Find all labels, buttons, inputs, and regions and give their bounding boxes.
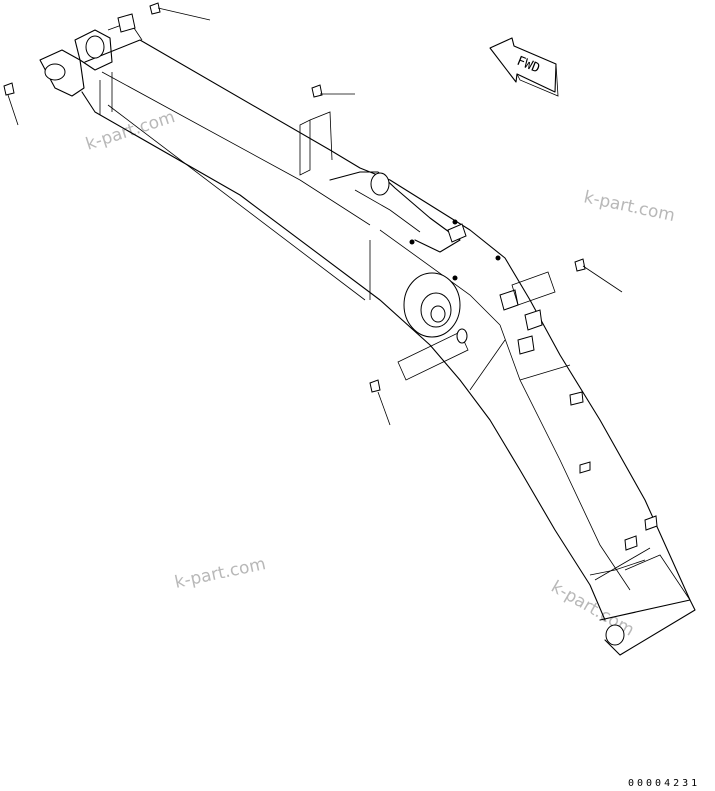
grease-fitting-top: [117, 2, 211, 33]
grease-fitting-right: [511, 258, 623, 306]
watermark-1: k-part.com: [83, 107, 177, 155]
watermark-3: k-part.com: [173, 554, 268, 593]
boom-body: [39, 21, 696, 656]
fwd-label: FWD: [515, 54, 543, 77]
drawing-code: 00004231: [628, 778, 700, 789]
grease-fitting-left: [3, 82, 19, 126]
watermark-2: k-part.com: [582, 187, 677, 226]
grease-fitting-mid: [299, 84, 355, 176]
grease-fitting-lower: [369, 328, 469, 426]
forward-arrow-icon: FWD: [489, 37, 559, 97]
watermark-4: k-part.com: [548, 577, 638, 641]
